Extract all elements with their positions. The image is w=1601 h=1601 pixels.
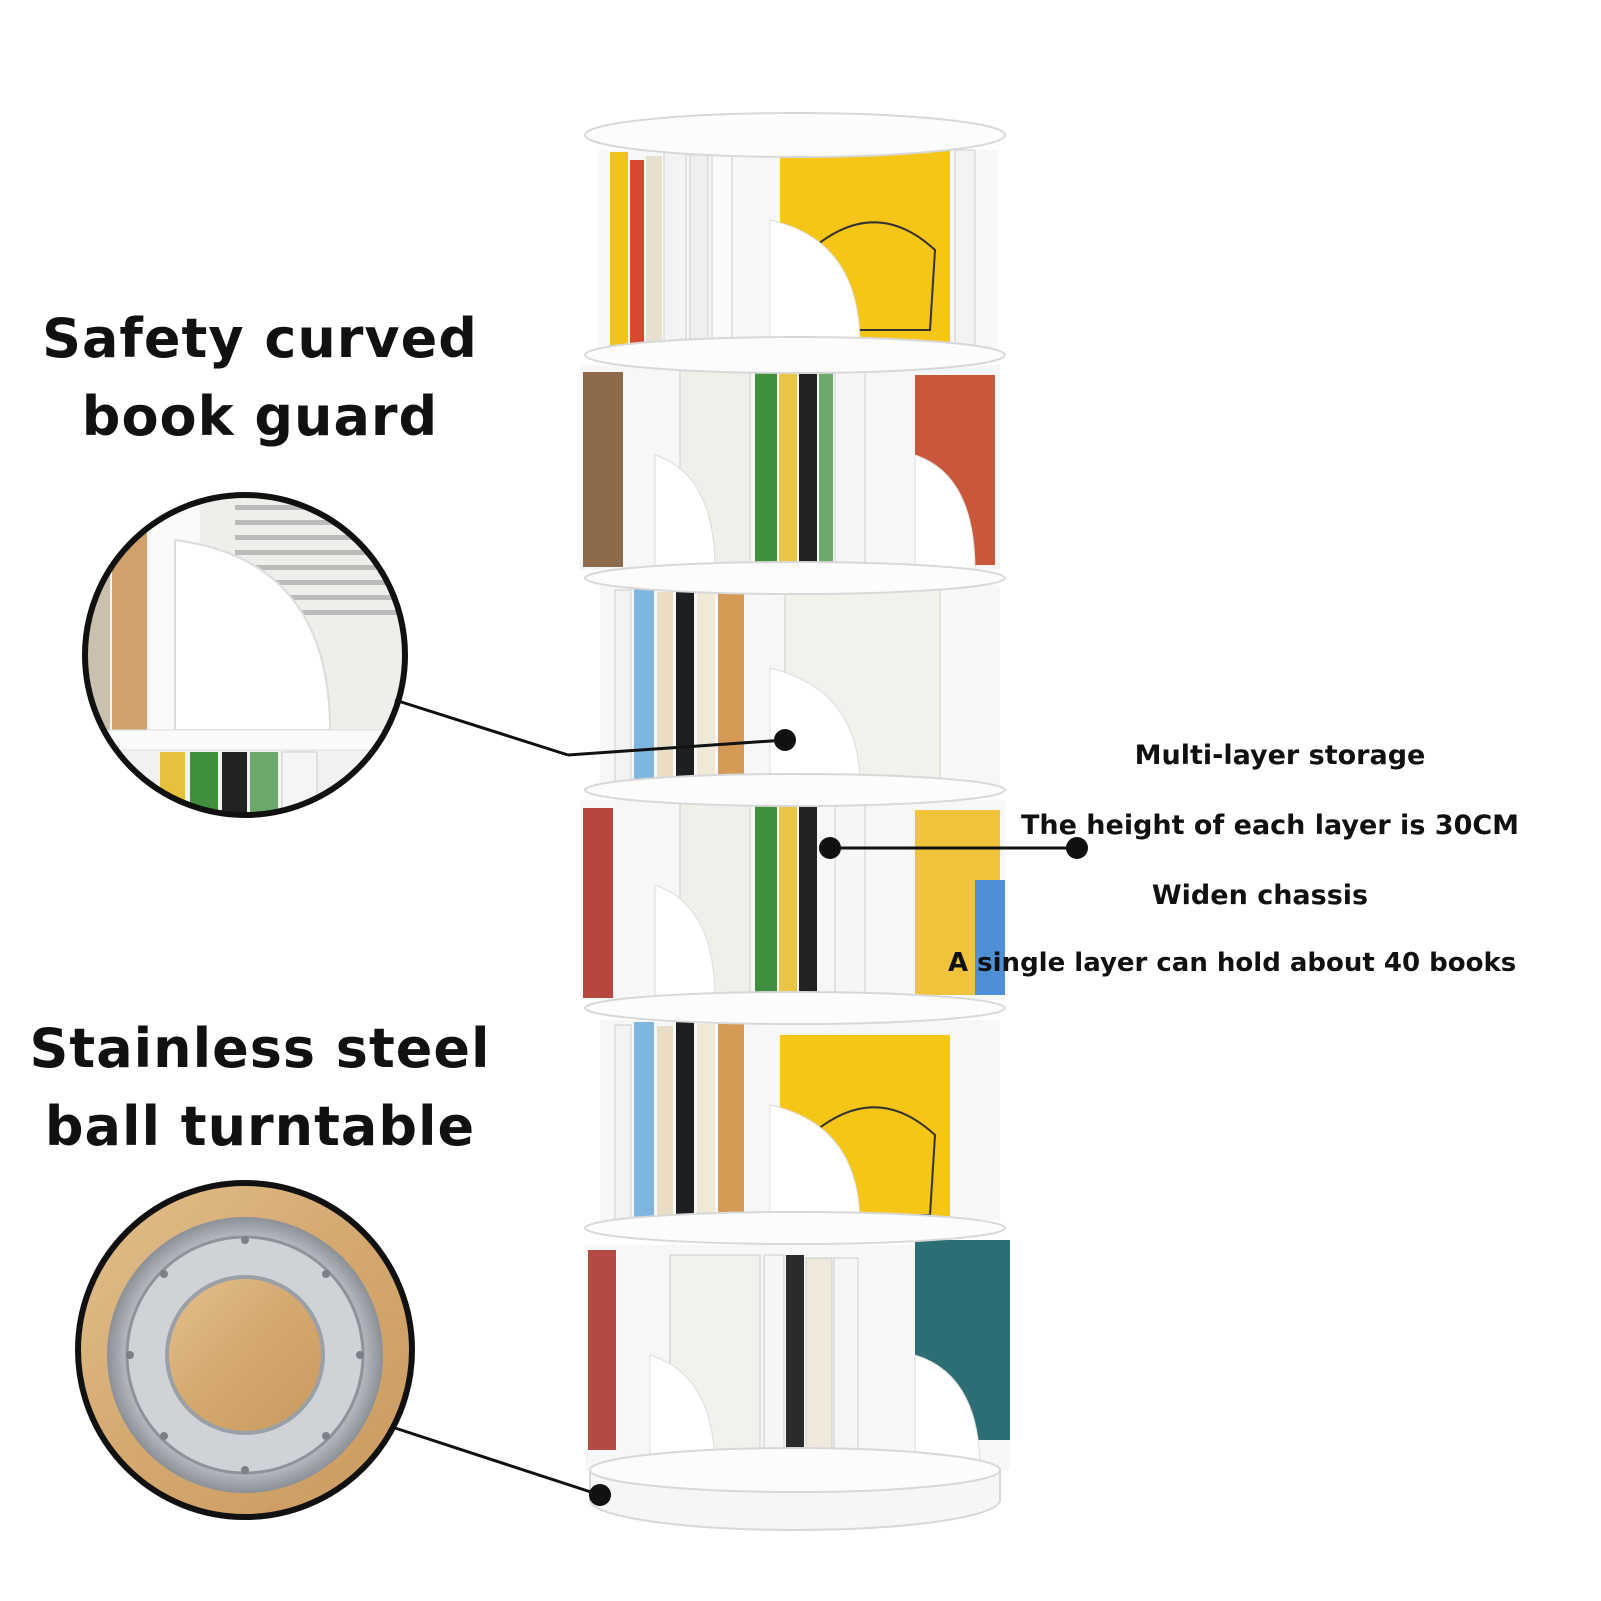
turntable-caption-line-1: Stainless steel xyxy=(29,1017,491,1080)
spec-layer-height: The height of each layer is 30CM xyxy=(1020,810,1520,841)
turntable-leader-line xyxy=(394,1426,601,1497)
shelf-board-5 xyxy=(584,991,1006,1025)
callout-leaders xyxy=(394,698,1088,1506)
turntable-caption-line-2: ball turntable xyxy=(44,1095,476,1158)
spec-capacity: A single layer can hold about 40 books xyxy=(948,948,1517,978)
book-guard-caption-line-1: Safety curved xyxy=(42,307,478,370)
shelf-board-1 xyxy=(584,112,1006,158)
book-guard-caption: Safety curved book guard xyxy=(20,300,500,456)
rotating-bookshelf xyxy=(580,112,1010,1531)
turntable-leader-dot xyxy=(589,1484,611,1506)
turntable-detail-circle xyxy=(75,1180,415,1520)
shelf-board-3 xyxy=(584,561,1006,595)
shelf-tier-3 xyxy=(600,584,1000,786)
shelf-tier-5 xyxy=(600,1020,1000,1226)
shelf-tier-4 xyxy=(580,798,1005,1002)
shelf-tier-6 xyxy=(585,1240,1010,1471)
shelf-tier-2 xyxy=(580,358,1000,571)
turntable-caption: Stainless steel ball turntable xyxy=(20,1010,500,1166)
spec-leader-dot-left xyxy=(819,837,841,859)
book-guard-caption-line-2: book guard xyxy=(81,385,439,448)
spec-multi-layer: Multi-layer storage xyxy=(1134,740,1426,771)
shelf-board-4 xyxy=(584,773,1006,807)
book-guard-detail-circle xyxy=(82,492,408,818)
guard-leader-line xyxy=(394,698,569,757)
guard-leader-dot xyxy=(774,729,796,751)
spec-widen-chassis: Widen chassis xyxy=(1151,880,1369,911)
shelf-board-2 xyxy=(584,336,1006,374)
spec-leader-dot-right xyxy=(1066,837,1088,859)
shelf-board-6 xyxy=(584,1211,1006,1245)
shelf-tier-1 xyxy=(598,148,998,351)
